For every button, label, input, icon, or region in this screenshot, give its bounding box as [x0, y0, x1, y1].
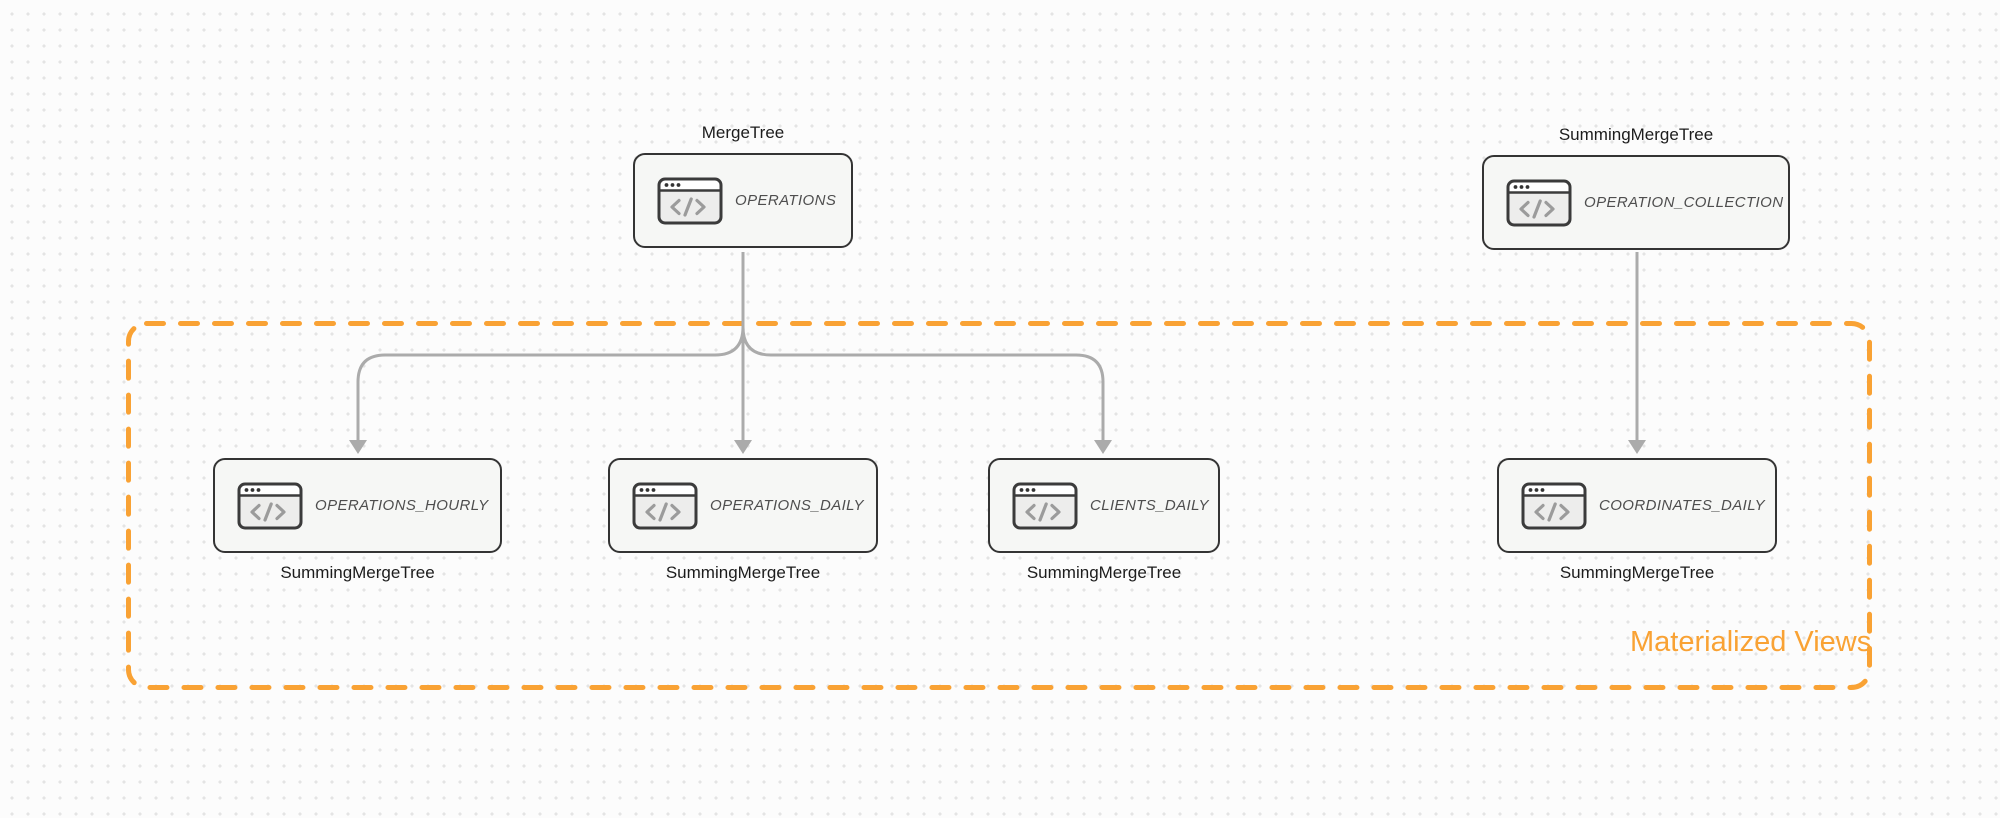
node-group-operations-hourly: OPERATIONS_HOURLY SummingMergeTree	[213, 458, 502, 585]
materialized-views-region	[126, 321, 1872, 690]
node-coordinates-daily: COORDINATES_DAILY	[1497, 458, 1777, 553]
node-group-operations: MergeTree OPERATIONS	[633, 121, 853, 248]
table-name: OPERATIONS_DAILY	[710, 497, 864, 514]
engine-label: SummingMergeTree	[1558, 125, 1714, 144]
node-group-clients-daily: CLIENTS_DAILY SummingMergeTree	[988, 458, 1220, 585]
engine-label: SummingMergeTree	[1026, 563, 1182, 582]
node-clients-daily: CLIENTS_DAILY	[988, 458, 1220, 553]
node-group-coordinates-daily: COORDINATES_DAILY SummingMergeTree	[1497, 458, 1777, 585]
arrows	[356, 252, 1639, 443]
code-window-icon	[1521, 482, 1587, 530]
node-operations-hourly: OPERATIONS_HOURLY	[213, 458, 502, 553]
table-name: COORDINATES_DAILY	[1599, 497, 1766, 514]
table-name: OPERATION_COLLECTION	[1584, 194, 1784, 211]
table-name: OPERATIONS	[735, 192, 837, 209]
table-name: CLIENTS_DAILY	[1090, 497, 1209, 514]
materialized-views-title: Materialized Views	[1630, 626, 1872, 658]
node-operation-collection: OPERATION_COLLECTION	[1482, 155, 1790, 250]
engine-label: SummingMergeTree	[280, 563, 435, 582]
node-group-operations-daily: OPERATIONS_DAILY SummingMergeTree	[608, 458, 878, 585]
edge-operations-to-clients	[741, 325, 1105, 443]
code-window-icon	[1012, 482, 1078, 530]
node-operations-daily: OPERATIONS_DAILY	[608, 458, 878, 553]
engine-label: SummingMergeTree	[1559, 563, 1715, 582]
code-window-icon	[1506, 179, 1572, 227]
table-name: OPERATIONS_HOURLY	[315, 497, 489, 514]
node-operations: OPERATIONS	[633, 153, 853, 248]
code-window-icon	[632, 482, 698, 530]
engine-label: SummingMergeTree	[665, 563, 821, 582]
code-window-icon	[657, 177, 723, 225]
edge-operations-to-hourly	[356, 325, 745, 443]
code-window-icon	[237, 482, 303, 530]
arrowheads	[349, 440, 1646, 454]
engine-label: MergeTree	[701, 123, 785, 142]
node-group-operation-collection: SummingMergeTree OPERATION_COLLECTION	[1482, 123, 1790, 250]
